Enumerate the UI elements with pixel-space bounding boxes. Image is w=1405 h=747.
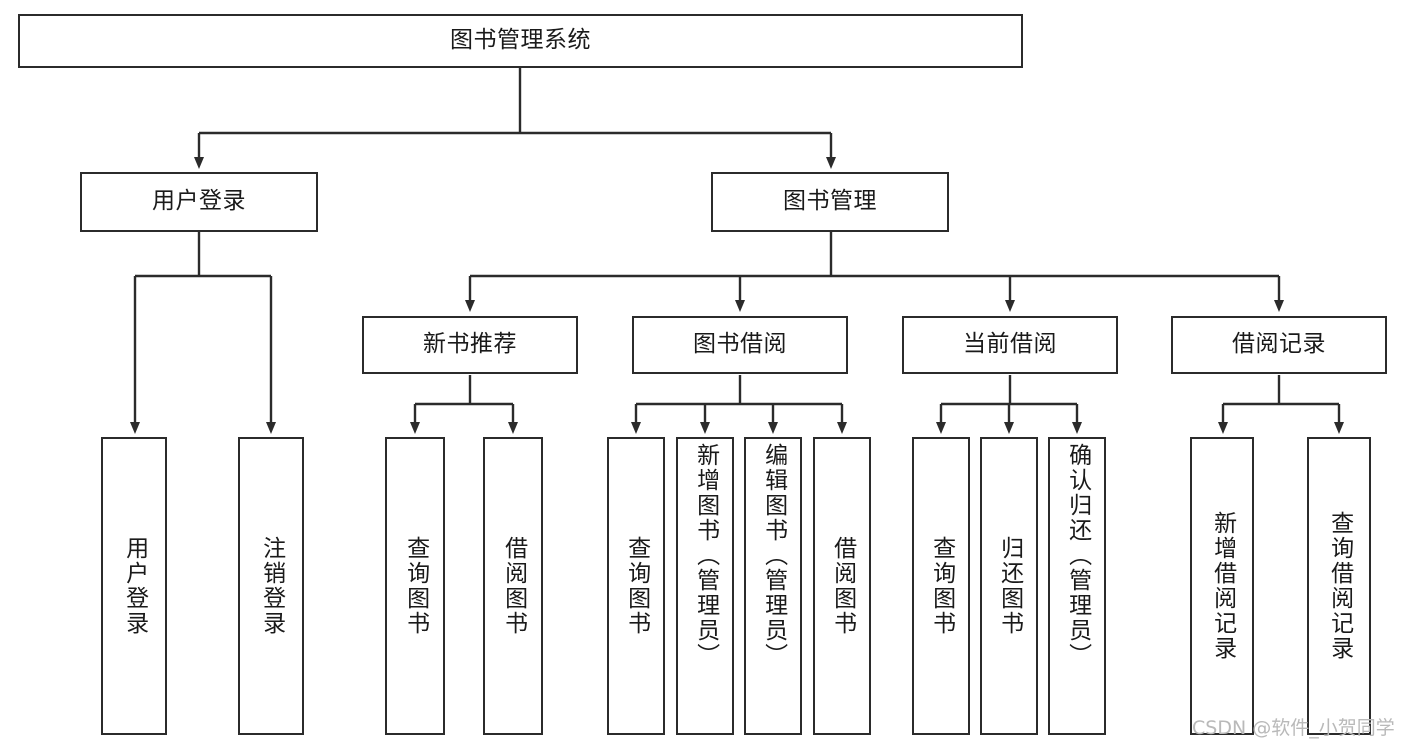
node-label: 确认归还（管理员） xyxy=(1064,443,1091,668)
node-label: 查询图书 xyxy=(623,536,650,636)
node-new-book-recommendation[interactable]: 新书推荐 xyxy=(362,316,578,374)
node-label: 图书管理系统 xyxy=(450,27,591,54)
node-book-management[interactable]: 图书管理 xyxy=(711,172,949,232)
leaf-add-book-admin[interactable]: 新增图书（管理员） xyxy=(676,437,734,735)
leaf-return-book[interactable]: 归还图书 xyxy=(980,437,1038,735)
leaf-confirm-return-admin[interactable]: 确认归还（管理员） xyxy=(1048,437,1106,735)
node-label: 图书管理 xyxy=(783,188,877,215)
node-label: 新增图书（管理员） xyxy=(692,443,719,668)
node-label: 当前借阅 xyxy=(963,331,1057,358)
node-label: 归还图书 xyxy=(996,536,1023,636)
leaf-query-borrow-record[interactable]: 查询借阅记录 xyxy=(1307,437,1371,735)
node-root-book-management-system[interactable]: 图书管理系统 xyxy=(18,14,1023,68)
leaf-query-book-borrowing[interactable]: 查询图书 xyxy=(607,437,665,735)
node-label: 查询图书 xyxy=(928,536,955,636)
node-label: 查询图书 xyxy=(402,536,429,636)
node-label: 用户登录 xyxy=(121,536,148,636)
node-current-borrowing[interactable]: 当前借阅 xyxy=(902,316,1118,374)
node-label: 新增借阅记录 xyxy=(1209,511,1236,661)
leaf-add-borrow-record[interactable]: 新增借阅记录 xyxy=(1190,437,1254,735)
leaf-query-book-recommend[interactable]: 查询图书 xyxy=(385,437,445,735)
node-user-login[interactable]: 用户登录 xyxy=(80,172,318,232)
node-book-borrowing[interactable]: 图书借阅 xyxy=(632,316,848,374)
node-label: 查询借阅记录 xyxy=(1326,511,1353,661)
leaf-logout[interactable]: 注销登录 xyxy=(238,437,304,735)
leaf-user-login[interactable]: 用户登录 xyxy=(101,437,167,735)
leaf-edit-book-admin[interactable]: 编辑图书（管理员） xyxy=(744,437,802,735)
leaf-query-book-current[interactable]: 查询图书 xyxy=(912,437,970,735)
node-label: 借阅记录 xyxy=(1232,331,1326,358)
leaf-borrow-book-borrowing[interactable]: 借阅图书 xyxy=(813,437,871,735)
csdn-watermark: CSDN @软件_小贺同学 xyxy=(1192,717,1395,739)
leaf-borrow-book-recommend[interactable]: 借阅图书 xyxy=(483,437,543,735)
node-borrow-records[interactable]: 借阅记录 xyxy=(1171,316,1387,374)
node-label: 借阅图书 xyxy=(500,536,527,636)
node-label: 注销登录 xyxy=(258,536,285,636)
node-label: 编辑图书（管理员） xyxy=(760,443,787,668)
node-label: 借阅图书 xyxy=(829,536,856,636)
node-label: 图书借阅 xyxy=(693,331,787,358)
node-label: 用户登录 xyxy=(152,188,246,215)
node-label: 新书推荐 xyxy=(423,331,517,358)
